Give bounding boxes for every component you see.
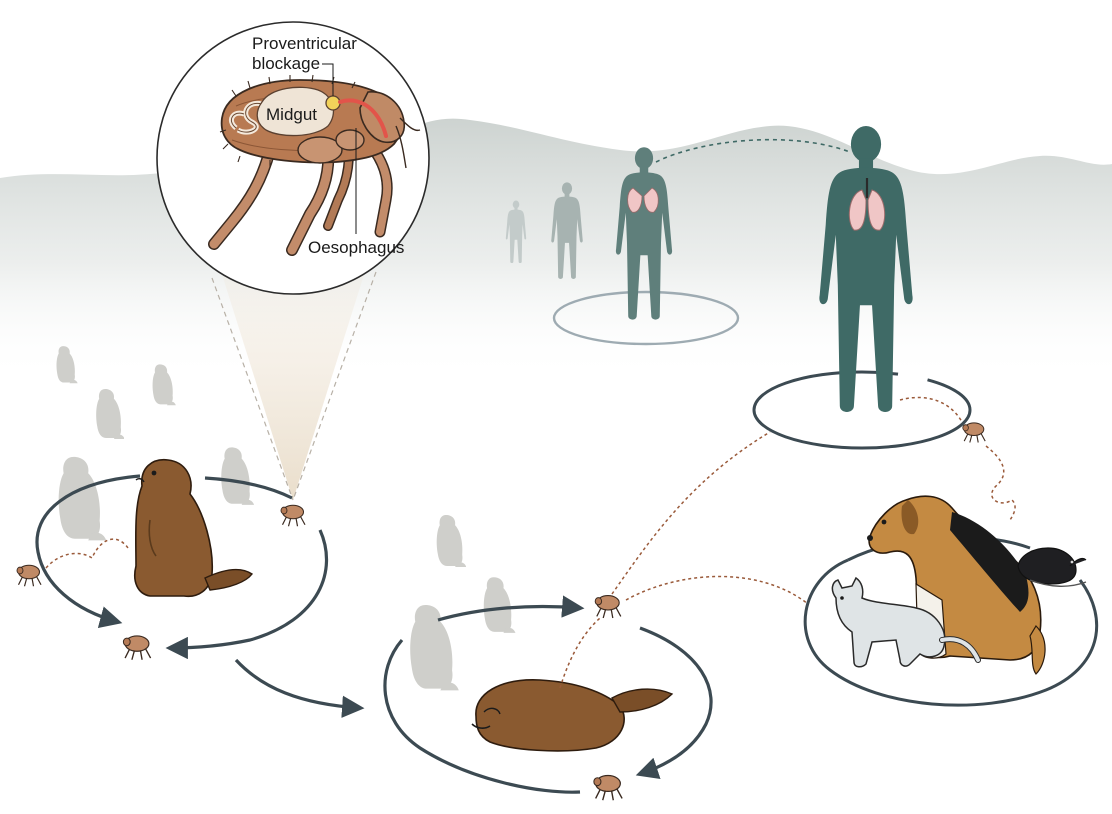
ghost-marmot-icon [484, 577, 516, 633]
domestic-cycle [805, 496, 1096, 705]
proventricular-blockage [326, 96, 340, 110]
flea-icon [963, 423, 985, 443]
ghost-marmot-icon [437, 515, 467, 567]
flea-icon [595, 596, 621, 618]
label-blockage-line1: Proventricular [252, 34, 357, 53]
flea-icon [123, 636, 150, 660]
flea-to-rat-link [986, 446, 1015, 520]
flea-to-human [900, 397, 962, 422]
dog-icon [867, 496, 1045, 674]
epizootic-cycle [385, 515, 711, 800]
flea-to-pets-link [626, 577, 808, 605]
ghost-marmot-icon [96, 389, 125, 439]
flea-icon [17, 565, 41, 586]
flea-icon [281, 505, 305, 526]
flea-icon [594, 776, 622, 801]
flea-leave-carcass [560, 618, 600, 688]
flea-anatomy-inset: Proventricular blockage Midgut Oesophagu… [157, 22, 429, 294]
ghost-marmot-icon [221, 447, 254, 504]
label-oesophagus: Oesophagus [308, 238, 404, 257]
label-blockage-line2: blockage [252, 54, 320, 73]
label-midgut: Midgut [266, 105, 317, 124]
flea-hop-path [46, 539, 128, 568]
cycle-transition-arrow [236, 660, 360, 708]
human-ring [754, 372, 970, 448]
dead-marmot-icon [472, 680, 672, 751]
flea-to-human-link [612, 432, 770, 594]
